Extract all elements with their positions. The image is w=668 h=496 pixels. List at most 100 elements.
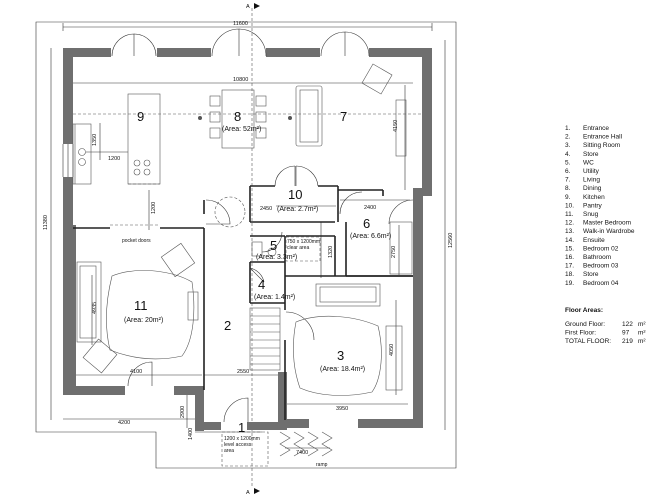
room-number-5: 5 xyxy=(270,238,277,253)
floor-area-unit: m² xyxy=(638,321,646,328)
dim-sitting-depth: 4050 xyxy=(389,344,395,356)
room-number-1: 1 xyxy=(238,420,245,435)
external-walls xyxy=(63,48,432,431)
legend-label: Living xyxy=(583,177,600,184)
level-access-area xyxy=(221,431,269,467)
legend-num: 18. xyxy=(565,271,574,278)
note-landing-2: level access xyxy=(224,442,252,448)
living-sofa xyxy=(295,85,323,147)
wc-toilet xyxy=(251,241,263,257)
ceiling-light-2 xyxy=(288,116,292,120)
room-number-11: 11 xyxy=(134,298,148,313)
legend-num: 16. xyxy=(565,254,574,261)
floor-area-value: 122 xyxy=(622,321,633,328)
dim-sitting-width: 3950 xyxy=(336,406,348,412)
room-number-2: 2 xyxy=(224,318,231,333)
room-area-11: (Area: 20m²) xyxy=(124,317,163,324)
dim-utility-width: 2400 xyxy=(364,205,376,211)
legend-label: Snug xyxy=(583,211,599,218)
dimension-lines xyxy=(50,23,446,449)
note-clear-area-1: 750 x 1200mm xyxy=(287,239,320,245)
note-pocket-doors: pocket doors xyxy=(122,238,151,244)
room-area-5: (Area: 3.3m²) xyxy=(256,254,297,261)
dim-hall-gap: 1200 xyxy=(151,202,157,214)
legend-label: Entrance xyxy=(583,125,609,132)
snug-side-table xyxy=(187,291,199,321)
living-tv-unit xyxy=(395,99,407,157)
room-number-3: 3 xyxy=(337,348,344,363)
dim-left-overall: 11380 xyxy=(43,215,49,230)
dim-snug-width: 4100 xyxy=(130,369,142,375)
floor-area-unit: m² xyxy=(638,338,646,345)
room-area-10: (Area: 2.7m²) xyxy=(277,206,318,213)
legend-label: Bathroom xyxy=(583,254,611,261)
legend-num: 2. xyxy=(565,134,571,141)
sitting-door xyxy=(285,311,315,341)
dim-inner-width: 10800 xyxy=(233,77,248,83)
note-landing-1: 1200 x 1200mm xyxy=(224,436,260,442)
room-area-3: (Area: 18.4m²) xyxy=(320,366,365,373)
utility-external-door xyxy=(388,199,414,225)
legend-label: Bedroom 03 xyxy=(583,263,619,270)
dim-island-gap: 1200 xyxy=(108,156,120,162)
legend-label: Entrance Hall xyxy=(583,134,623,141)
dim-snug-depth: 4935 xyxy=(92,302,98,314)
legend-label: Utility xyxy=(583,168,600,175)
room-number-9: 9 xyxy=(137,109,144,124)
legend-label: Bedroom 02 xyxy=(583,245,619,252)
room-area-8: (Area: 52m²) xyxy=(222,126,261,133)
dim-porch-depth: 2900 xyxy=(180,406,186,418)
legend-num: 6. xyxy=(565,168,571,175)
snug-sofa xyxy=(76,261,102,343)
legend-num: 10. xyxy=(565,202,574,209)
legend-num: 7. xyxy=(565,177,571,184)
legend-label: Dining xyxy=(583,185,602,192)
living-armchair xyxy=(361,63,393,95)
room-area-6: (Area: 6.6m²) xyxy=(350,233,391,240)
kitchen-island xyxy=(127,93,161,185)
bifold-doors xyxy=(111,28,370,57)
section-arrow-bottom xyxy=(254,488,260,494)
snug-armchair-2 xyxy=(82,338,118,374)
legend-label: Store xyxy=(583,271,599,278)
dim-ensuite-width: 1320 xyxy=(328,246,334,258)
turning-circle xyxy=(214,196,246,228)
room-number-4: 4 xyxy=(258,277,265,292)
wc-door xyxy=(261,231,283,253)
sitting-sofa xyxy=(315,283,381,307)
legend-label: Store xyxy=(583,151,599,158)
dim-utility-height: 2750 xyxy=(391,246,397,258)
hall-door xyxy=(205,199,231,225)
dim-top-overall: 11600 xyxy=(233,21,248,27)
legend-num: 9. xyxy=(565,194,571,201)
store-door xyxy=(249,267,265,283)
room-area-4: (Area: 1.4m²) xyxy=(254,294,295,301)
section-marker-top: A xyxy=(246,4,250,10)
floor-area-label: TOTAL FLOOR: xyxy=(565,338,611,345)
legend-num: 11. xyxy=(565,211,574,218)
legend-num: 17. xyxy=(565,263,574,270)
clear-area-box xyxy=(285,236,321,262)
entrance-ramp xyxy=(279,431,333,457)
dim-ramp: 7400 xyxy=(296,450,308,456)
section-marker-bottom: A xyxy=(246,490,250,496)
legend-num: 13. xyxy=(565,228,574,235)
kitchen-worktop xyxy=(72,123,92,185)
utility-worktop xyxy=(389,221,413,275)
legend-num: 12. xyxy=(565,220,574,227)
snug-rug xyxy=(106,270,195,360)
legend-label: WC xyxy=(583,159,594,166)
room-number-8: 8 xyxy=(234,109,241,124)
legend-num: 8. xyxy=(565,185,571,192)
legend-label: Kitchen xyxy=(583,194,605,201)
note-ramp: ramp xyxy=(316,462,328,468)
sitting-rug xyxy=(293,315,382,396)
room-number-6: 6 xyxy=(363,216,370,231)
floor-area-unit: m² xyxy=(638,329,646,336)
dim-hall-width: 2550 xyxy=(237,369,249,375)
wc-basin xyxy=(267,247,277,257)
ceiling-light xyxy=(198,116,202,120)
front-door xyxy=(223,397,249,423)
